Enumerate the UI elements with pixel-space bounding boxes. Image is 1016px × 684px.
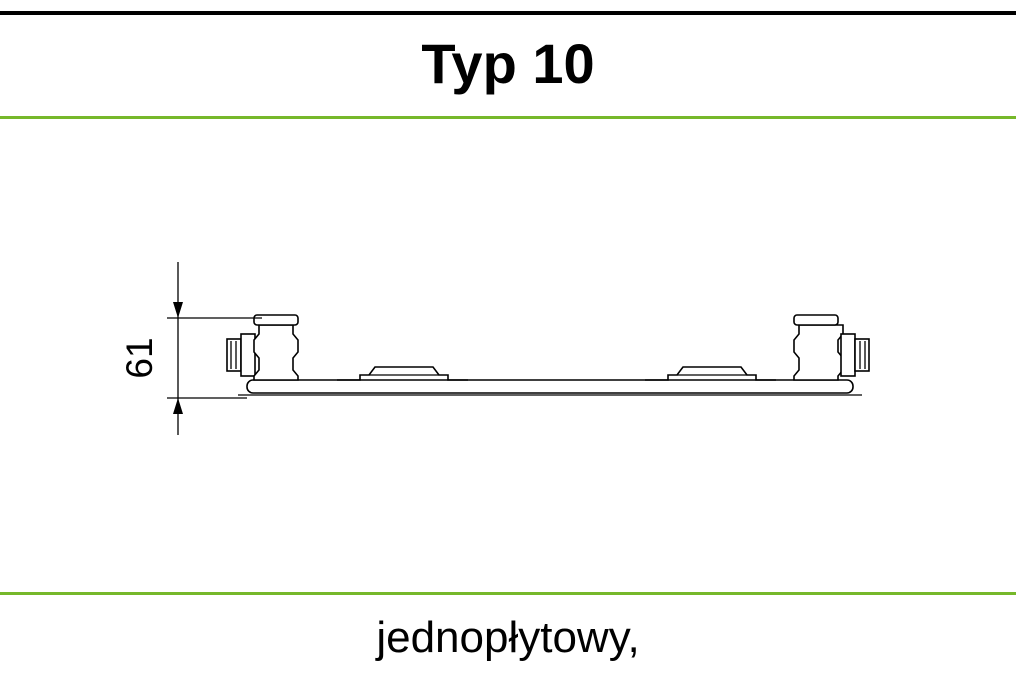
header-rule [0, 116, 1016, 119]
mounting-bracket-left [337, 366, 468, 381]
top-rule [0, 11, 1016, 15]
dimension-arrow-down [173, 302, 183, 318]
radiator-panel [238, 379, 862, 396]
footer-rule [0, 592, 1016, 595]
page-title: Typ 10 [421, 32, 595, 95]
left-valve-fitting [226, 314, 299, 381]
mounting-bracket-right [645, 366, 776, 381]
dimension-depth: 61 [119, 262, 262, 435]
dimension-label: 61 [119, 337, 160, 378]
right-valve-fitting [793, 314, 870, 381]
dimension-arrow-up [173, 398, 183, 414]
caption: jednopłytowy, [376, 613, 640, 662]
